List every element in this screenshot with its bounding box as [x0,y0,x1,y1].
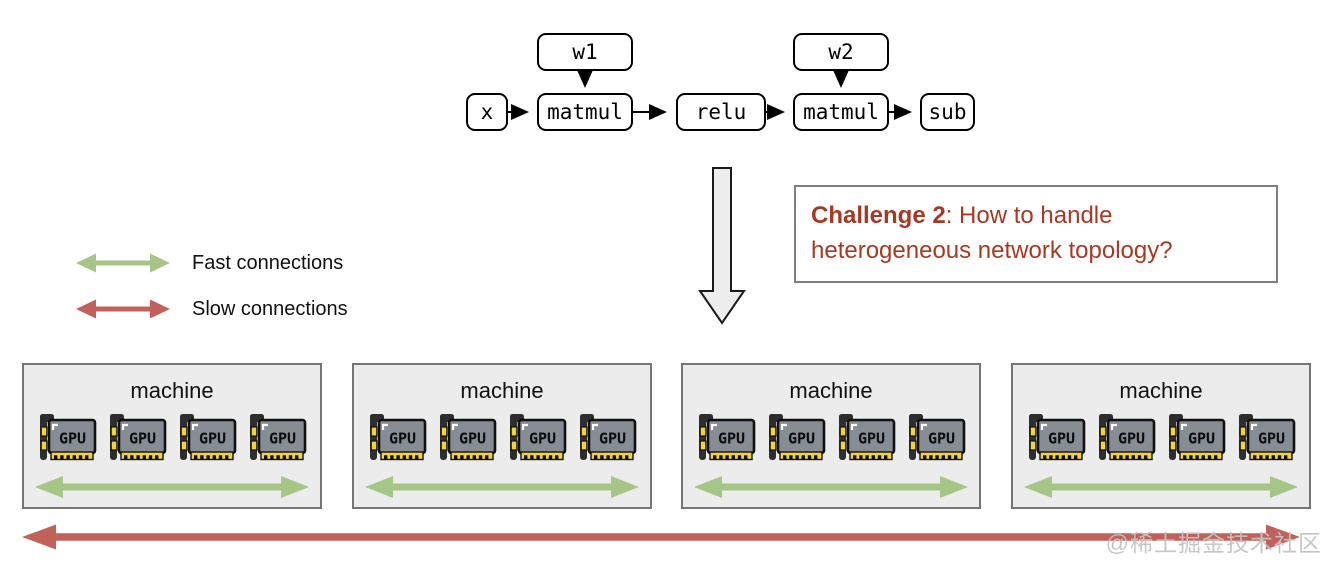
gpu-label: GPU [788,430,815,448]
gpu-label: GPU [389,430,416,448]
gpu-label: GPU [599,430,626,448]
node-sub: sub [920,93,975,131]
machine-title: machine [1119,378,1203,403]
gpu-label: GPU [459,430,486,448]
node-x: x [466,93,508,131]
gpu-icon: GPU [1239,414,1296,461]
node-matmul-2: matmul [793,93,889,131]
gpu-label: GPU [1048,430,1075,448]
node-relu: relu [676,93,766,131]
machine-title: machine [130,378,214,403]
gpu-icon: GPU [1029,414,1086,461]
gpu-row: GPU GPU GPU GPU [683,411,979,463]
gpu-icon: GPU [510,414,567,461]
gpu-label: GPU [1188,430,1215,448]
gpu-icon: GPU [580,414,637,461]
gpu-label: GPU [1258,430,1285,448]
watermark: @稀土掘金技术社区 [1105,530,1322,556]
down-arrow-icon [698,167,746,325]
gpu-icon: GPU [440,414,497,461]
gpu-label: GPU [1118,430,1145,448]
intra-machine-fast-arrow-icon [694,476,968,498]
gpu-row: GPU GPU GPU GPU [24,411,320,463]
machine-box-3: machine GPU GPU GPU [681,363,981,509]
gpu-row: GPU GPU GPU GPU [1013,411,1309,463]
gpu-label: GPU [199,430,226,448]
gpu-label: GPU [928,430,955,448]
gpu-row: GPU GPU GPU GPU [354,411,650,463]
gpu-label: GPU [718,430,745,448]
gpu-icon: GPU [769,414,826,461]
gpu-icon: GPU [839,414,896,461]
node-matmul-1: matmul [537,93,633,131]
gpu-icon: GPU [370,414,427,461]
intra-machine-fast-arrow-icon [35,476,309,498]
gpu-label: GPU [858,430,885,448]
machine-title: machine [789,378,873,403]
gpu-label: GPU [269,430,296,448]
gpu-icon: GPU [180,414,237,461]
gpu-icon: GPU [250,414,307,461]
machine-box-1: machine GPU GPU GPU [22,363,322,509]
challenge-title: Challenge 2 [811,202,946,229]
node-w2: w2 [793,33,889,71]
gpu-icon: GPU [110,414,167,461]
intra-machine-fast-arrow-icon [1024,476,1298,498]
gpu-icon: GPU [1169,414,1226,461]
challenge-box: Challenge 2: How to handle heterogeneous… [794,185,1278,283]
legend-fast-label: Fast connections [192,252,344,274]
gpu-icon: GPU [699,414,756,461]
inter-machine-slow-arrow-icon [22,524,1300,550]
fast-connection-arrow-icon [76,253,170,273]
machine-box-2: machine GPU GPU GPU [352,363,652,509]
intra-machine-fast-arrow-icon [365,476,639,498]
gpu-label: GPU [59,430,86,448]
node-w1: w1 [537,33,633,71]
machine-box-4: machine GPU GPU GPU [1011,363,1311,509]
legend-slow-label: Slow connections [192,298,348,320]
challenge-text: : How to handle heterogeneous network to… [811,202,1173,264]
gpu-icon: GPU [1099,414,1156,461]
machine-title: machine [460,378,544,403]
gpu-icon: GPU [909,414,966,461]
slow-connection-arrow-icon [76,299,170,319]
gpu-label: GPU [529,430,556,448]
gpu-label: GPU [129,430,156,448]
gpu-icon: GPU [40,414,97,461]
